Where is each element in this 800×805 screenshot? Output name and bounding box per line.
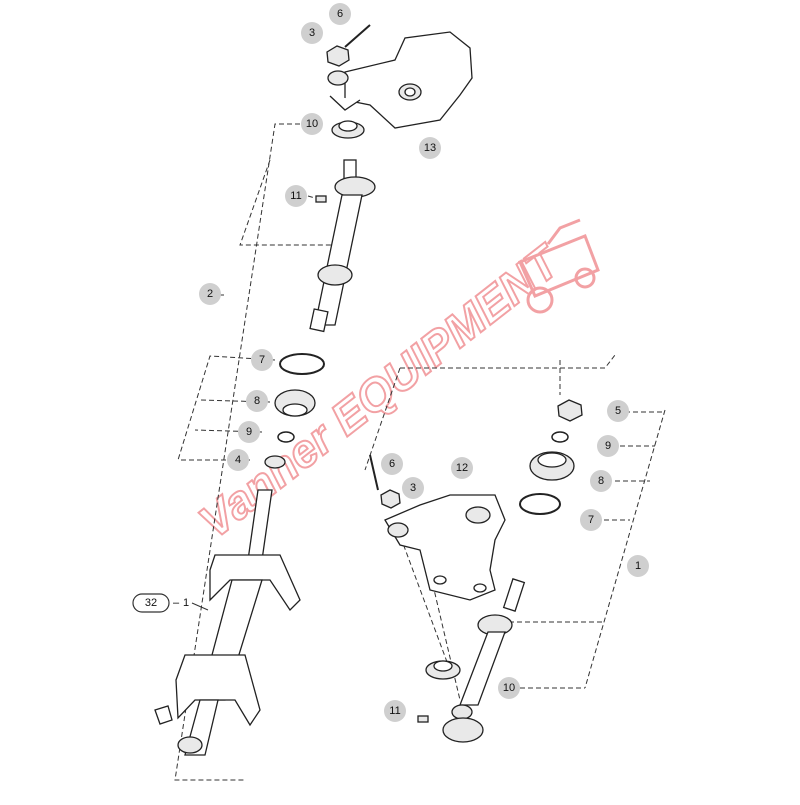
callout-label: 11 <box>389 705 400 717</box>
callout-2: 2 <box>199 283 221 305</box>
nut-right <box>557 399 583 422</box>
watermark-text: Vanner EQUIPMENT <box>189 233 571 548</box>
callout-3-right: 3 <box>402 477 424 499</box>
callout-label: 5 <box>615 405 621 417</box>
reference-dash: – <box>173 597 180 609</box>
callout-8-left: 8 <box>246 390 268 412</box>
callout-label: 10 <box>503 682 515 694</box>
castle-nut-right <box>380 489 401 509</box>
callout-11-top: 11 <box>285 185 307 207</box>
callout-4: 4 <box>227 449 249 471</box>
callout-label: 4 <box>235 454 241 466</box>
callout-label: 7 <box>588 514 594 526</box>
callout-label: 9 <box>246 426 252 438</box>
callout-5: 5 <box>607 400 629 422</box>
callout-label: 6 <box>337 8 343 20</box>
callout-13: 13 <box>419 137 441 159</box>
callout-label: 1 <box>635 560 641 572</box>
callout-label: 8 <box>254 395 260 407</box>
grease-nipple-top <box>315 195 327 203</box>
callout-1: 1 <box>627 555 649 577</box>
callout-7-right: 7 <box>580 509 602 531</box>
reference-number: 32 <box>145 597 157 609</box>
callout-label: 9 <box>605 440 611 452</box>
callout-11-bottom: 11 <box>384 700 406 722</box>
callout-6-right: 6 <box>381 453 403 475</box>
callout-12: 12 <box>451 457 473 479</box>
boot-right <box>529 451 575 481</box>
callout-label: 3 <box>410 482 416 494</box>
callout-label: 6 <box>389 458 395 470</box>
callout-label: 13 <box>424 142 436 154</box>
o-ring-left <box>279 353 325 375</box>
lower-shaft <box>442 578 526 743</box>
cotter-pin-top <box>344 24 371 48</box>
circlip-left <box>277 431 295 443</box>
seal-right <box>425 660 461 680</box>
callout-9-left: 9 <box>238 421 260 443</box>
callout-label: 3 <box>309 27 315 39</box>
upper-bracket <box>327 31 473 129</box>
axle-housing <box>154 489 301 756</box>
callout-10-right: 10 <box>498 677 520 699</box>
callout-label: 8 <box>598 475 604 487</box>
castle-nut-top <box>326 45 350 67</box>
upper-shaft <box>309 120 376 333</box>
callout-7-left: 7 <box>251 349 273 371</box>
cotter-pin-right <box>369 454 379 491</box>
nut-left <box>264 455 286 469</box>
callout-label: 10 <box>306 118 318 130</box>
callout-6-top: 6 <box>329 3 351 25</box>
grease-nipple-bottom <box>417 715 429 723</box>
callout-9-right: 9 <box>597 435 619 457</box>
reference-suffix: 1 <box>183 597 189 609</box>
tractor-logo-icon <box>518 218 600 314</box>
callout-label: 7 <box>259 354 265 366</box>
boot-left <box>274 389 316 417</box>
callout-8-right: 8 <box>590 470 612 492</box>
callout-label: 11 <box>290 190 301 202</box>
callout-label: 2 <box>207 288 213 300</box>
reference-32-1: 32 – 1 <box>132 593 209 613</box>
circlip-right <box>551 431 569 443</box>
callout-label: 12 <box>456 462 468 474</box>
o-ring-right <box>519 493 561 515</box>
callout-10-top: 10 <box>301 113 323 135</box>
lower-bracket <box>384 494 506 601</box>
callout-3-top: 3 <box>301 22 323 44</box>
